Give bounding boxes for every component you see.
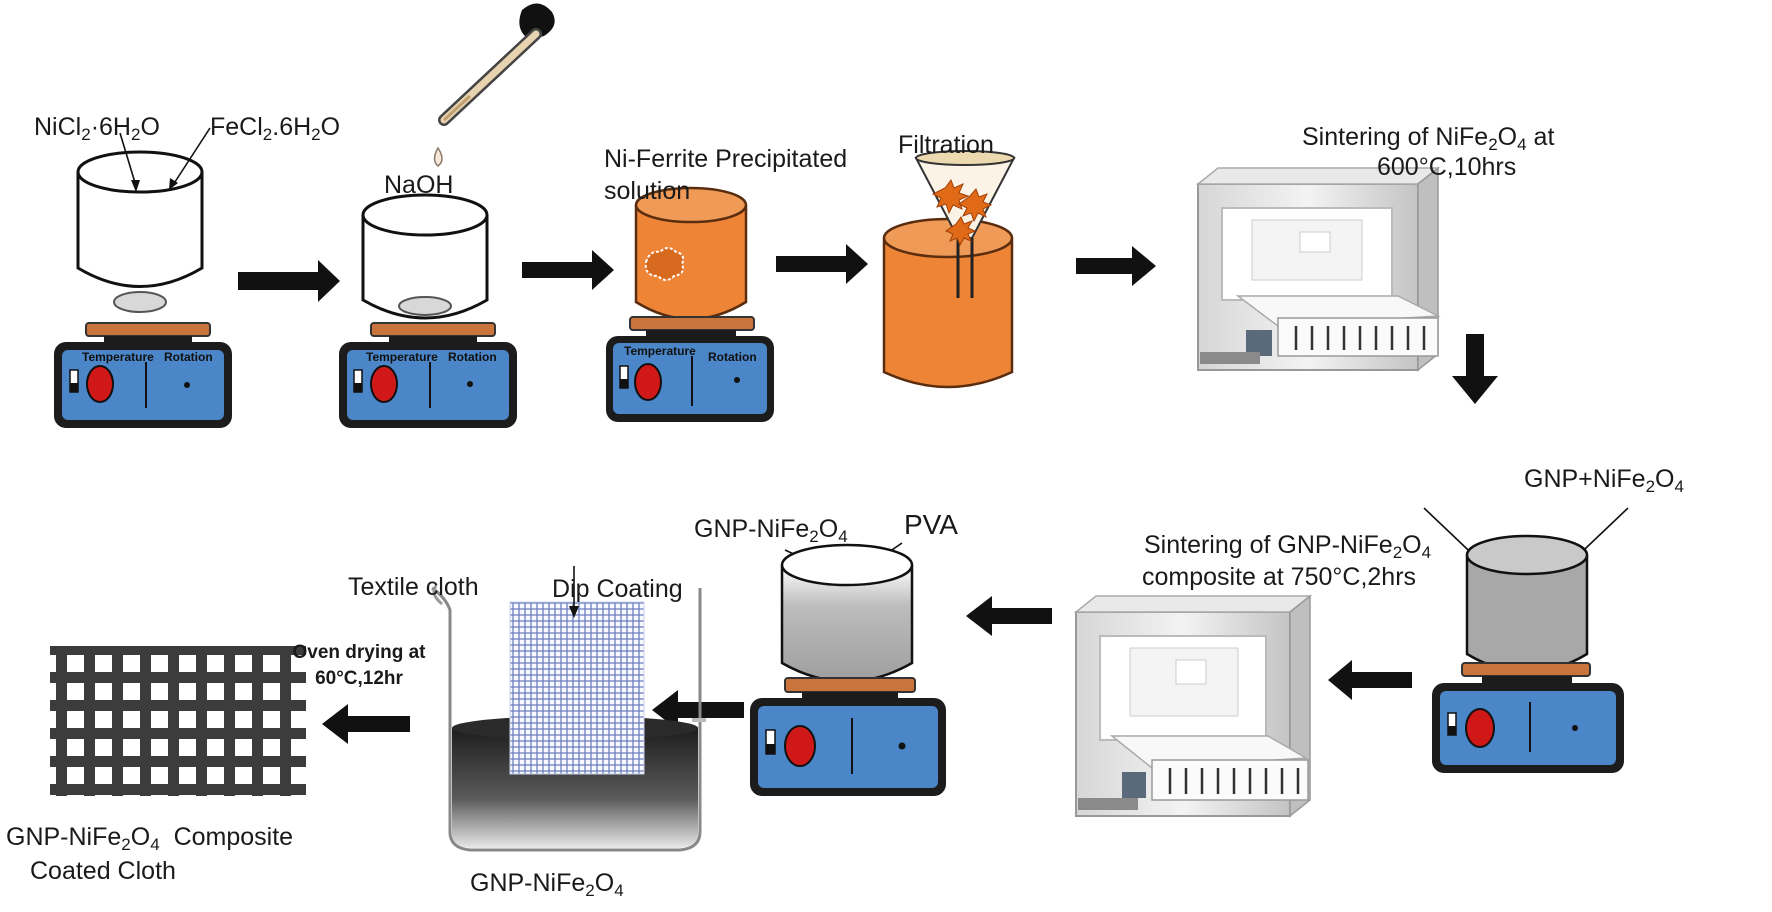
label-beaker-gnp: GNP-NiFe2O4 [470,869,624,900]
dip-coating-beaker [431,585,706,852]
dropper-icon [433,3,555,167]
furnace-2 [1073,594,1313,818]
label-sintering-1: Sintering of NiFe2O4 at [1302,123,1555,154]
stirrer-1-temperature-label: Temperature [82,350,154,364]
flow-arrow-4 [1076,246,1156,286]
label-sintering-1-temp: 600°C,10hrs [1377,153,1517,181]
flow-arrow-1 [238,260,340,302]
label-composite: GNP-NiFe2O4 Composite [6,823,294,854]
flow-arrow-8 [322,704,410,744]
coated-cloth-icon [50,646,306,796]
label-nicl2: NiCl2·6H2O [34,113,160,144]
label-filtration: Filtration [898,131,994,159]
label-dip-coating: Dip Coating [552,575,683,603]
stirrer-4 [1432,534,1624,773]
flow-arrow-6 [966,596,1052,636]
stirrer-2 [339,193,517,428]
label-gnp-nife-left: GNP-NiFe2O4 [694,515,848,546]
stirrer-3 [606,186,774,422]
stirrer-3-temperature-label: Temperature [624,344,696,358]
flow-arrow-7 [652,690,744,730]
label-naoh: NaOH [384,171,454,199]
label-sintering-2: Sintering of GNP-NiFe2O4 [1144,531,1432,562]
filtration-setup [882,150,1016,389]
label-precipitated: Ni-Ferrite Precipitated [604,145,848,173]
label-solution: solution [604,177,691,205]
stirrer-2-temperature-label: Temperature [366,350,438,364]
stirrer-1-rotation-label: Rotation [164,350,213,364]
label-coated-cloth: Coated Cloth [30,857,176,885]
flow-arrow-2 [522,250,614,290]
stirrer-1 [54,150,232,428]
flow-arrow-down [1452,334,1498,404]
stirrer-5 [750,543,946,796]
stirrer-2-rotation-label: Rotation [448,350,497,364]
flow-arrow-5 [1328,660,1412,700]
stirrer-3-rotation-label: Rotation [708,350,757,364]
label-textile-cloth: Textile cloth [348,573,479,601]
label-gnp-plus-nife: GNP+NiFe2O4 [1524,465,1684,496]
furnace-1 [1195,166,1441,372]
flow-arrow-3 [776,244,868,284]
label-fecl2: FeCl2.6H2O [210,113,341,144]
label-pva: PVA [904,509,958,540]
label-sintering-2-temp: composite at 750°C,2hrs [1142,563,1417,591]
